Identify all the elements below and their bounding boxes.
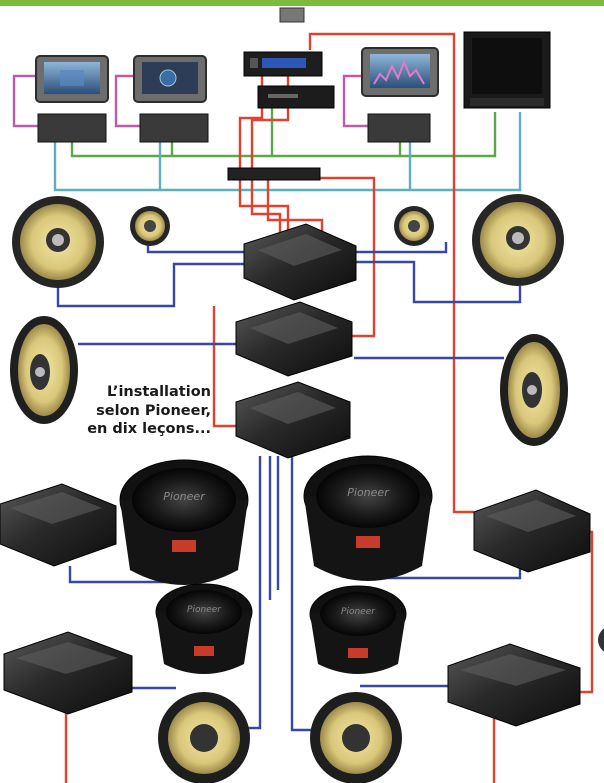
caption-line-3: en dix leçons...: [87, 421, 211, 437]
headrest-monitor-center: [133, 55, 207, 103]
video-wires: [53, 112, 522, 192]
oval-speaker-left: [10, 316, 78, 424]
video-module-left: [37, 113, 107, 143]
brand-label: Pioneer: [163, 490, 206, 503]
subwoofer-small-right: Pioneer: [309, 585, 407, 674]
coaxial-speaker-front-right: [472, 194, 564, 286]
tweeter-front-left: [130, 206, 170, 246]
amplifier-left-lower: [3, 631, 133, 715]
subwoofer-icon: [172, 540, 196, 552]
brand-label: Pioneer: [347, 486, 390, 499]
speaker-wires: [56, 240, 522, 732]
amplifier-icon: [258, 234, 342, 266]
caption: L’installation selon Pioneer, en dix leç…: [86, 383, 211, 439]
equalizer-icon: [373, 59, 425, 85]
signal-wires: [70, 108, 497, 158]
amplifier-right-lower: [447, 643, 581, 727]
distribution-block: [227, 167, 321, 181]
navigation-icon: [159, 69, 177, 87]
subwoofer-right: Pioneer: [303, 455, 433, 581]
headrest-monitor-right: [361, 47, 439, 97]
caption-line-1: L’installation: [107, 384, 211, 400]
amplifier-3: [235, 381, 351, 459]
speaker-edge-partial: [598, 628, 604, 652]
video-module-center: [139, 113, 209, 143]
video-modules: [37, 113, 431, 181]
oval-speaker-right: [500, 334, 568, 446]
amplifier-left-upper: [0, 483, 117, 567]
tweeter-front-right: [394, 206, 434, 246]
speaker-rear-right: [310, 692, 402, 783]
amplifier-1: [243, 223, 357, 301]
car-radio-icon: [250, 58, 258, 68]
small-module: [279, 7, 305, 23]
dvd-player: [257, 85, 335, 109]
brand-label: Pioneer: [341, 607, 376, 617]
flip-out-monitor: [463, 31, 551, 109]
subwoofer-left: Pioneer: [119, 459, 249, 585]
head-unit: [243, 51, 323, 77]
monitor-icon: [60, 70, 84, 86]
brand-label: Pioneer: [187, 605, 222, 615]
amplifier-2: [235, 301, 353, 377]
coaxial-speaker-front-left: [12, 196, 104, 288]
remote-wires: [12, 74, 370, 128]
accent-bar: [0, 0, 604, 6]
caption-line-2: selon Pioneer,: [96, 402, 211, 419]
wires: [0, 32, 594, 783]
video-module-right: [367, 113, 431, 143]
power-wires: [0, 32, 594, 783]
amplifier-right-upper: [473, 489, 591, 573]
headrest-monitor-left: [35, 55, 109, 103]
speaker-rear-left: [158, 692, 250, 783]
dvd-player-icon: [268, 94, 298, 98]
subwoofer-small-left: Pioneer: [155, 583, 253, 674]
